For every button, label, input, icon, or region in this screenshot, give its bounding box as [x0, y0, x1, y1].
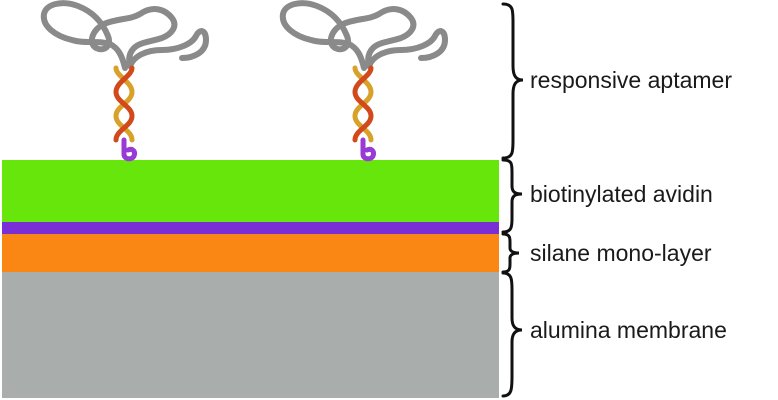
silane-layer [2, 234, 499, 272]
biotin-hook [121, 137, 137, 162]
aptamer-loop [40, 0, 209, 71]
label-silane-mono-layer: silane mono-layer [530, 240, 712, 266]
curly-brace-icon-avidin [501, 158, 523, 234]
aptamer-helix [352, 65, 374, 143]
curly-brace-icon-alumina [501, 271, 523, 398]
aptamer-strand-icon [279, 0, 448, 162]
biotin-strip [2, 222, 499, 234]
curly-brace-icon-aptamer [501, 2, 524, 160]
curly-brace-icon-silane [501, 232, 520, 274]
aptamer-helix [113, 65, 135, 143]
aptamer-loop [279, 0, 448, 71]
label-responsive-aptamer: responsive aptamer [530, 67, 732, 93]
avidin-layer [2, 160, 499, 222]
alumina-layer [2, 272, 499, 398]
aptamer-strand-icon [40, 0, 209, 162]
label-biotinylated-avidin: biotinylated avidin [530, 181, 713, 207]
biotin-hook [360, 137, 376, 162]
label-alumina-membrane: alumina membrane [530, 317, 727, 343]
